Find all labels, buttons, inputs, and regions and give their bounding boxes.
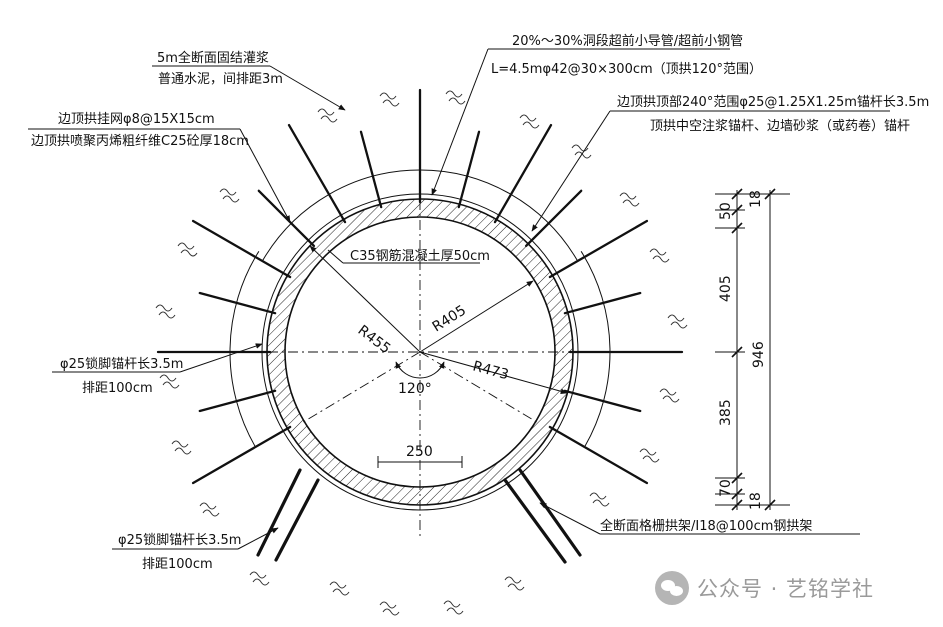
- rock-bolt: [198, 389, 277, 413]
- pipe-leader: [431, 48, 730, 196]
- rock-symbol: [619, 192, 640, 207]
- rock-bolt: [563, 389, 642, 413]
- rock-symbol: [171, 440, 192, 455]
- pipe-label-2: L=4.5mφ42@30×300cm（顶拱120°范围）: [491, 62, 762, 77]
- rock-symbol: [379, 601, 400, 616]
- rock-bolt: [524, 189, 583, 248]
- lock-bolt-lower-label-2: 排距100cm: [142, 557, 213, 572]
- lock-bolt-upper-label-1: φ25锁脚锚杆长3.5m: [60, 356, 183, 372]
- rock-bolts: [156, 88, 684, 564]
- rock-symbols: [155, 90, 688, 616]
- rock-bolt: [548, 219, 649, 279]
- dim-total-946: 946: [751, 341, 767, 368]
- angle-label: 120°: [398, 381, 432, 397]
- rock-symbol: [667, 314, 688, 329]
- dim-bottom-18: 18: [748, 492, 764, 510]
- rock-symbol: [504, 576, 525, 591]
- rock-symbol: [659, 388, 680, 403]
- grouting-label-2: 普通水泥，间排距3m: [158, 72, 283, 87]
- radius-leaders: [309, 245, 568, 395]
- watermark: 公众号 · 艺铭学社: [655, 571, 874, 605]
- lock-bolt-lower-leader: [112, 527, 279, 550]
- mesh-label-1: 边顶拱挂网φ8@15X15cm: [58, 112, 215, 127]
- rock-symbol: [155, 304, 176, 319]
- rock-symbol: [329, 581, 350, 596]
- rock-symbol: [649, 248, 670, 263]
- pipe-label-1: 20%～30%洞段超前小导管/超前小钢管: [512, 33, 743, 49]
- vertical-dimension-chain: [715, 188, 790, 511]
- rock-bolt: [191, 219, 292, 279]
- rock-symbol: [445, 90, 466, 105]
- steel-arch-leader: [539, 502, 860, 535]
- bolt-label-2: 顶拱中空注浆锚杆、边墙砂浆（或药卷）锚杆: [650, 118, 910, 134]
- lock-bolt-lower-label-1: φ25锁脚锚杆长3.5m: [118, 532, 241, 548]
- range-arc: [580, 251, 611, 448]
- rock-bolt: [548, 425, 649, 485]
- rock-symbol: [519, 114, 540, 129]
- wechat-icon: [655, 571, 689, 605]
- mesh-label-2: 边顶拱喷聚丙烯粗纤维C25砼厚18cm: [31, 134, 249, 149]
- grouting-leader: [152, 65, 346, 111]
- concrete-label: C35钢筋混凝土厚50cm: [350, 248, 490, 264]
- lock-bolt: [274, 478, 320, 562]
- rock-symbol: [177, 242, 198, 257]
- bolt-label-1: 边顶拱顶部240°范围φ25@1.25X1.25m锚杆长3.5m: [617, 95, 929, 110]
- dim-top-18: 18: [748, 190, 764, 208]
- watermark-text: 公众号 · 艺铭学社: [697, 577, 875, 601]
- invert-width-dim: [377, 456, 463, 468]
- rock-symbol: [199, 502, 220, 517]
- rock-symbol: [159, 374, 180, 389]
- rock-bolt: [493, 123, 553, 224]
- rock-bolt: [257, 189, 316, 248]
- rock-bolt: [198, 291, 277, 315]
- rock-symbol: [589, 492, 610, 507]
- rock-symbol: [317, 108, 338, 123]
- mesh-leader: [28, 128, 291, 223]
- steel-arch-label: 全断面格栅拱架/I18@100cm钢拱架: [600, 518, 812, 534]
- rock-symbol: [639, 448, 660, 463]
- dim-upper-405: 405: [718, 275, 734, 302]
- lock-bolt-upper-leader: [52, 343, 263, 373]
- rock-symbol: [443, 600, 464, 615]
- dim-bottom-70: 70: [718, 479, 734, 497]
- invert-width-label: 250: [406, 444, 433, 460]
- lock-bolt-upper-label-2: 排距100cm: [82, 381, 153, 396]
- rock-bolt: [457, 130, 481, 209]
- dim-lower-385: 385: [718, 399, 734, 426]
- rock-symbol: [379, 92, 400, 107]
- rock-bolt: [287, 123, 347, 224]
- lock-bolt: [256, 468, 302, 557]
- lock-bolt: [503, 478, 567, 564]
- dim-top-50: 50: [718, 202, 734, 220]
- grouting-label-1: 5m全断面固结灌浆: [157, 50, 269, 66]
- bolt-leader: [531, 110, 890, 232]
- rock-bolt: [191, 425, 292, 485]
- range-arc: [229, 251, 260, 448]
- rock-symbol: [249, 571, 270, 586]
- rock-bolt: [359, 130, 383, 209]
- rock-bolt: [563, 291, 642, 315]
- rock-symbol: [571, 144, 592, 159]
- rock-symbol: [219, 188, 240, 203]
- lock-bolt: [518, 468, 582, 557]
